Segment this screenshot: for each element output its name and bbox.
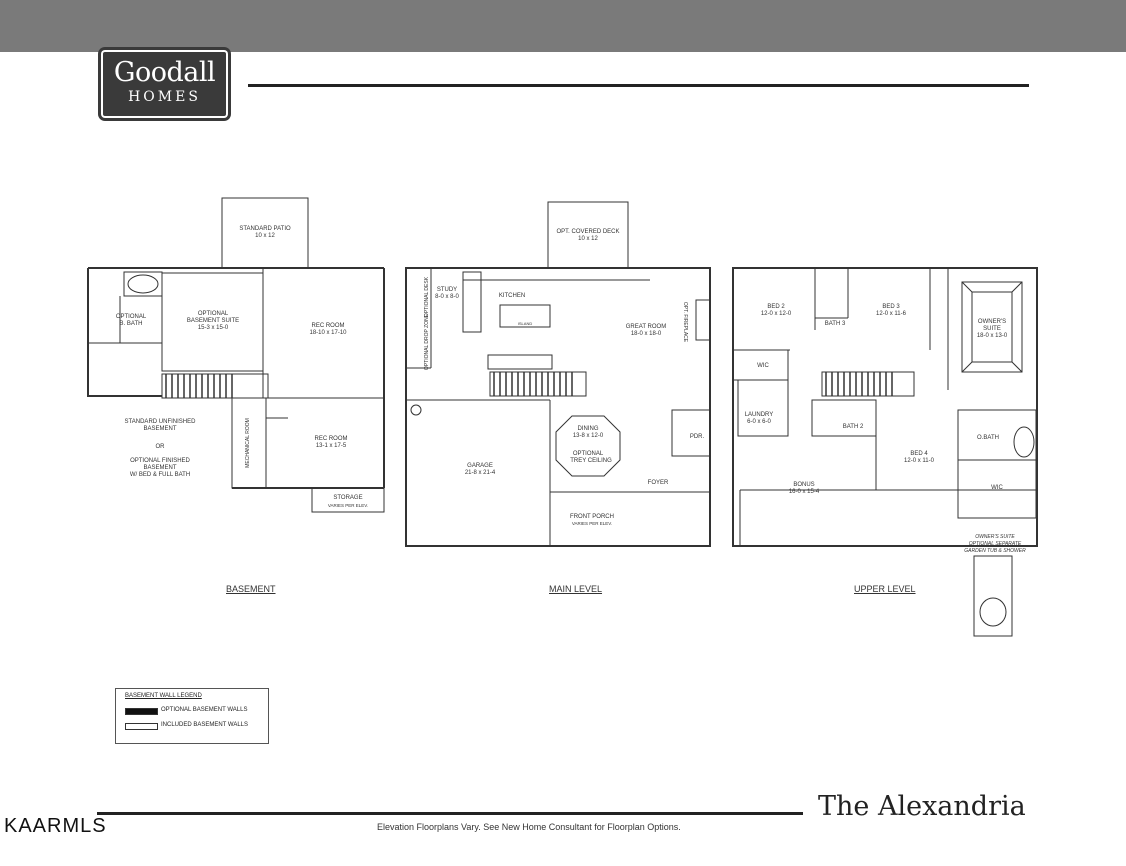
rec-room-1-label: REC ROOM [312, 323, 345, 329]
upper-level-plan [732, 267, 1038, 637]
footer-rule [97, 812, 803, 815]
mechanical-label: MECHANICAL ROOM [245, 418, 251, 468]
opt-suite-2: OPTIONAL SEPARATE [969, 541, 1022, 547]
legend-title: BASEMENT WALL LEGEND [125, 693, 202, 699]
trey-label: OPTIONAL [573, 451, 604, 457]
laundry-label: LAUNDRY [745, 412, 774, 418]
wic2-label: WIC [991, 485, 1003, 491]
rec-room-2-label: REC ROOM [315, 436, 348, 442]
main-level-label: MAIN LEVEL [549, 584, 603, 594]
bsmt-bath-label: OPTIONAL [116, 314, 147, 320]
owner-dim: 18-0 x 13-0 [977, 333, 1008, 339]
suite-label: OPTIONAL [198, 311, 229, 317]
legend-swatch-included [125, 723, 158, 730]
basement-wall-legend: BASEMENT WALL LEGEND OPTIONAL BASEMENT W… [115, 688, 269, 744]
patio-label: STANDARD PATIO [239, 226, 291, 232]
basement-plan [87, 197, 385, 513]
bed2-label: BED 2 [767, 304, 785, 310]
deck-dim: 10 x 12 [578, 236, 598, 242]
porch-label: FRONT PORCH [570, 514, 614, 520]
legend-swatch-optional [125, 708, 158, 715]
garage-dim: 21-8 x 21-4 [465, 470, 496, 476]
storage-dim: VARIES PER ELEV. [328, 503, 368, 508]
suite-label-2: BASEMENT SUITE [187, 318, 239, 324]
bed2-dim: 12-0 x 12-0 [761, 311, 792, 317]
bed3-label: BED 3 [882, 304, 900, 310]
garage-label: GARAGE [467, 463, 493, 469]
owner-bath-label: O.BATH [977, 435, 999, 441]
owner-label: OWNER'S [978, 319, 1006, 325]
header-rule [248, 84, 1029, 87]
goodall-homes-logo: Goodall HOMES [101, 50, 228, 118]
desk-label: OPTIONAL DESK [424, 276, 430, 317]
rec-room-1-dim: 18-10 x 17-10 [309, 330, 347, 336]
wic-label: WIC [757, 363, 769, 369]
deck-label: OPT. COVERED DECK [556, 229, 619, 235]
great-room-dim: 18-0 x 18-0 [631, 331, 662, 337]
suite-dim: 15-3 x 15-0 [198, 325, 229, 331]
dining-dim: 13-8 x 12-0 [573, 433, 604, 439]
bonus-label: BONUS [793, 482, 814, 488]
or-label: OR [156, 444, 166, 450]
drop-zone-label: OPTIONAL DROP ZONE [424, 313, 430, 370]
home-name: The Alexandria [818, 791, 1026, 822]
island-label: ISLAND [518, 321, 533, 326]
finished-3: W/ BED & FULL BATH [130, 472, 190, 478]
study-label: STUDY [437, 287, 457, 293]
kitchen-label: KITCHEN [499, 293, 525, 299]
bed4-label: BED 4 [910, 451, 928, 457]
legend-included-label: INCLUDED BASEMENT WALLS [161, 722, 249, 728]
finished-2: BASEMENT [143, 465, 176, 471]
rec-room-2-dim: 13-1 x 17-5 [316, 443, 347, 449]
fireplace-label: OPT. FIREPLACE [682, 302, 688, 343]
storage-label: STORAGE [333, 495, 362, 501]
upper-level-label: UPPER LEVEL [854, 584, 916, 594]
main-level-plan [405, 201, 711, 547]
unfinished-2: BASEMENT [143, 426, 176, 432]
footnote: Elevation Floorplans Vary. See New Home … [377, 822, 681, 832]
bsmt-bath-label-2: B. BATH [120, 321, 143, 327]
foyer-label: FOYER [648, 480, 669, 486]
bed4-dim: 12-0 x 11-0 [904, 458, 935, 464]
laundry-dim: 6-0 x 6-0 [747, 419, 771, 425]
bed3-dim: 12-0 x 11-6 [876, 311, 907, 317]
dining-label: DINING [578, 426, 599, 432]
basement-level-label: BASEMENT [226, 584, 276, 594]
owner-label-2: SUITE [983, 326, 1001, 332]
powder-label: PDR. [690, 434, 705, 440]
great-room-label: GREAT ROOM [626, 324, 666, 330]
unfinished-1: STANDARD UNFINISHED [125, 419, 197, 425]
trey-label-2: TREY CEILING [570, 458, 612, 464]
logo-sub: HOMES [128, 89, 201, 105]
opt-suite-3: GARDEN TUB & SHOWER [964, 548, 1026, 554]
opt-suite-1: OWNER'S SUITE [975, 534, 1015, 540]
top-bar [0, 0, 1126, 52]
porch-dim: VARIES PER ELEV. [572, 521, 612, 526]
bath2-label: BATH 2 [843, 424, 864, 430]
bath3-label: BATH 3 [825, 321, 846, 327]
patio-dim: 10 x 12 [255, 233, 275, 239]
finished-1: OPTIONAL FINISHED [130, 458, 190, 464]
bonus-dim: 16-0 x 15-4 [789, 489, 820, 495]
mls-watermark: KAARMLS [4, 815, 107, 837]
legend-optional-label: OPTIONAL BASEMENT WALLS [161, 707, 248, 713]
logo-brand: Goodall [113, 57, 216, 88]
study-dim: 8-0 x 8-0 [435, 294, 459, 300]
